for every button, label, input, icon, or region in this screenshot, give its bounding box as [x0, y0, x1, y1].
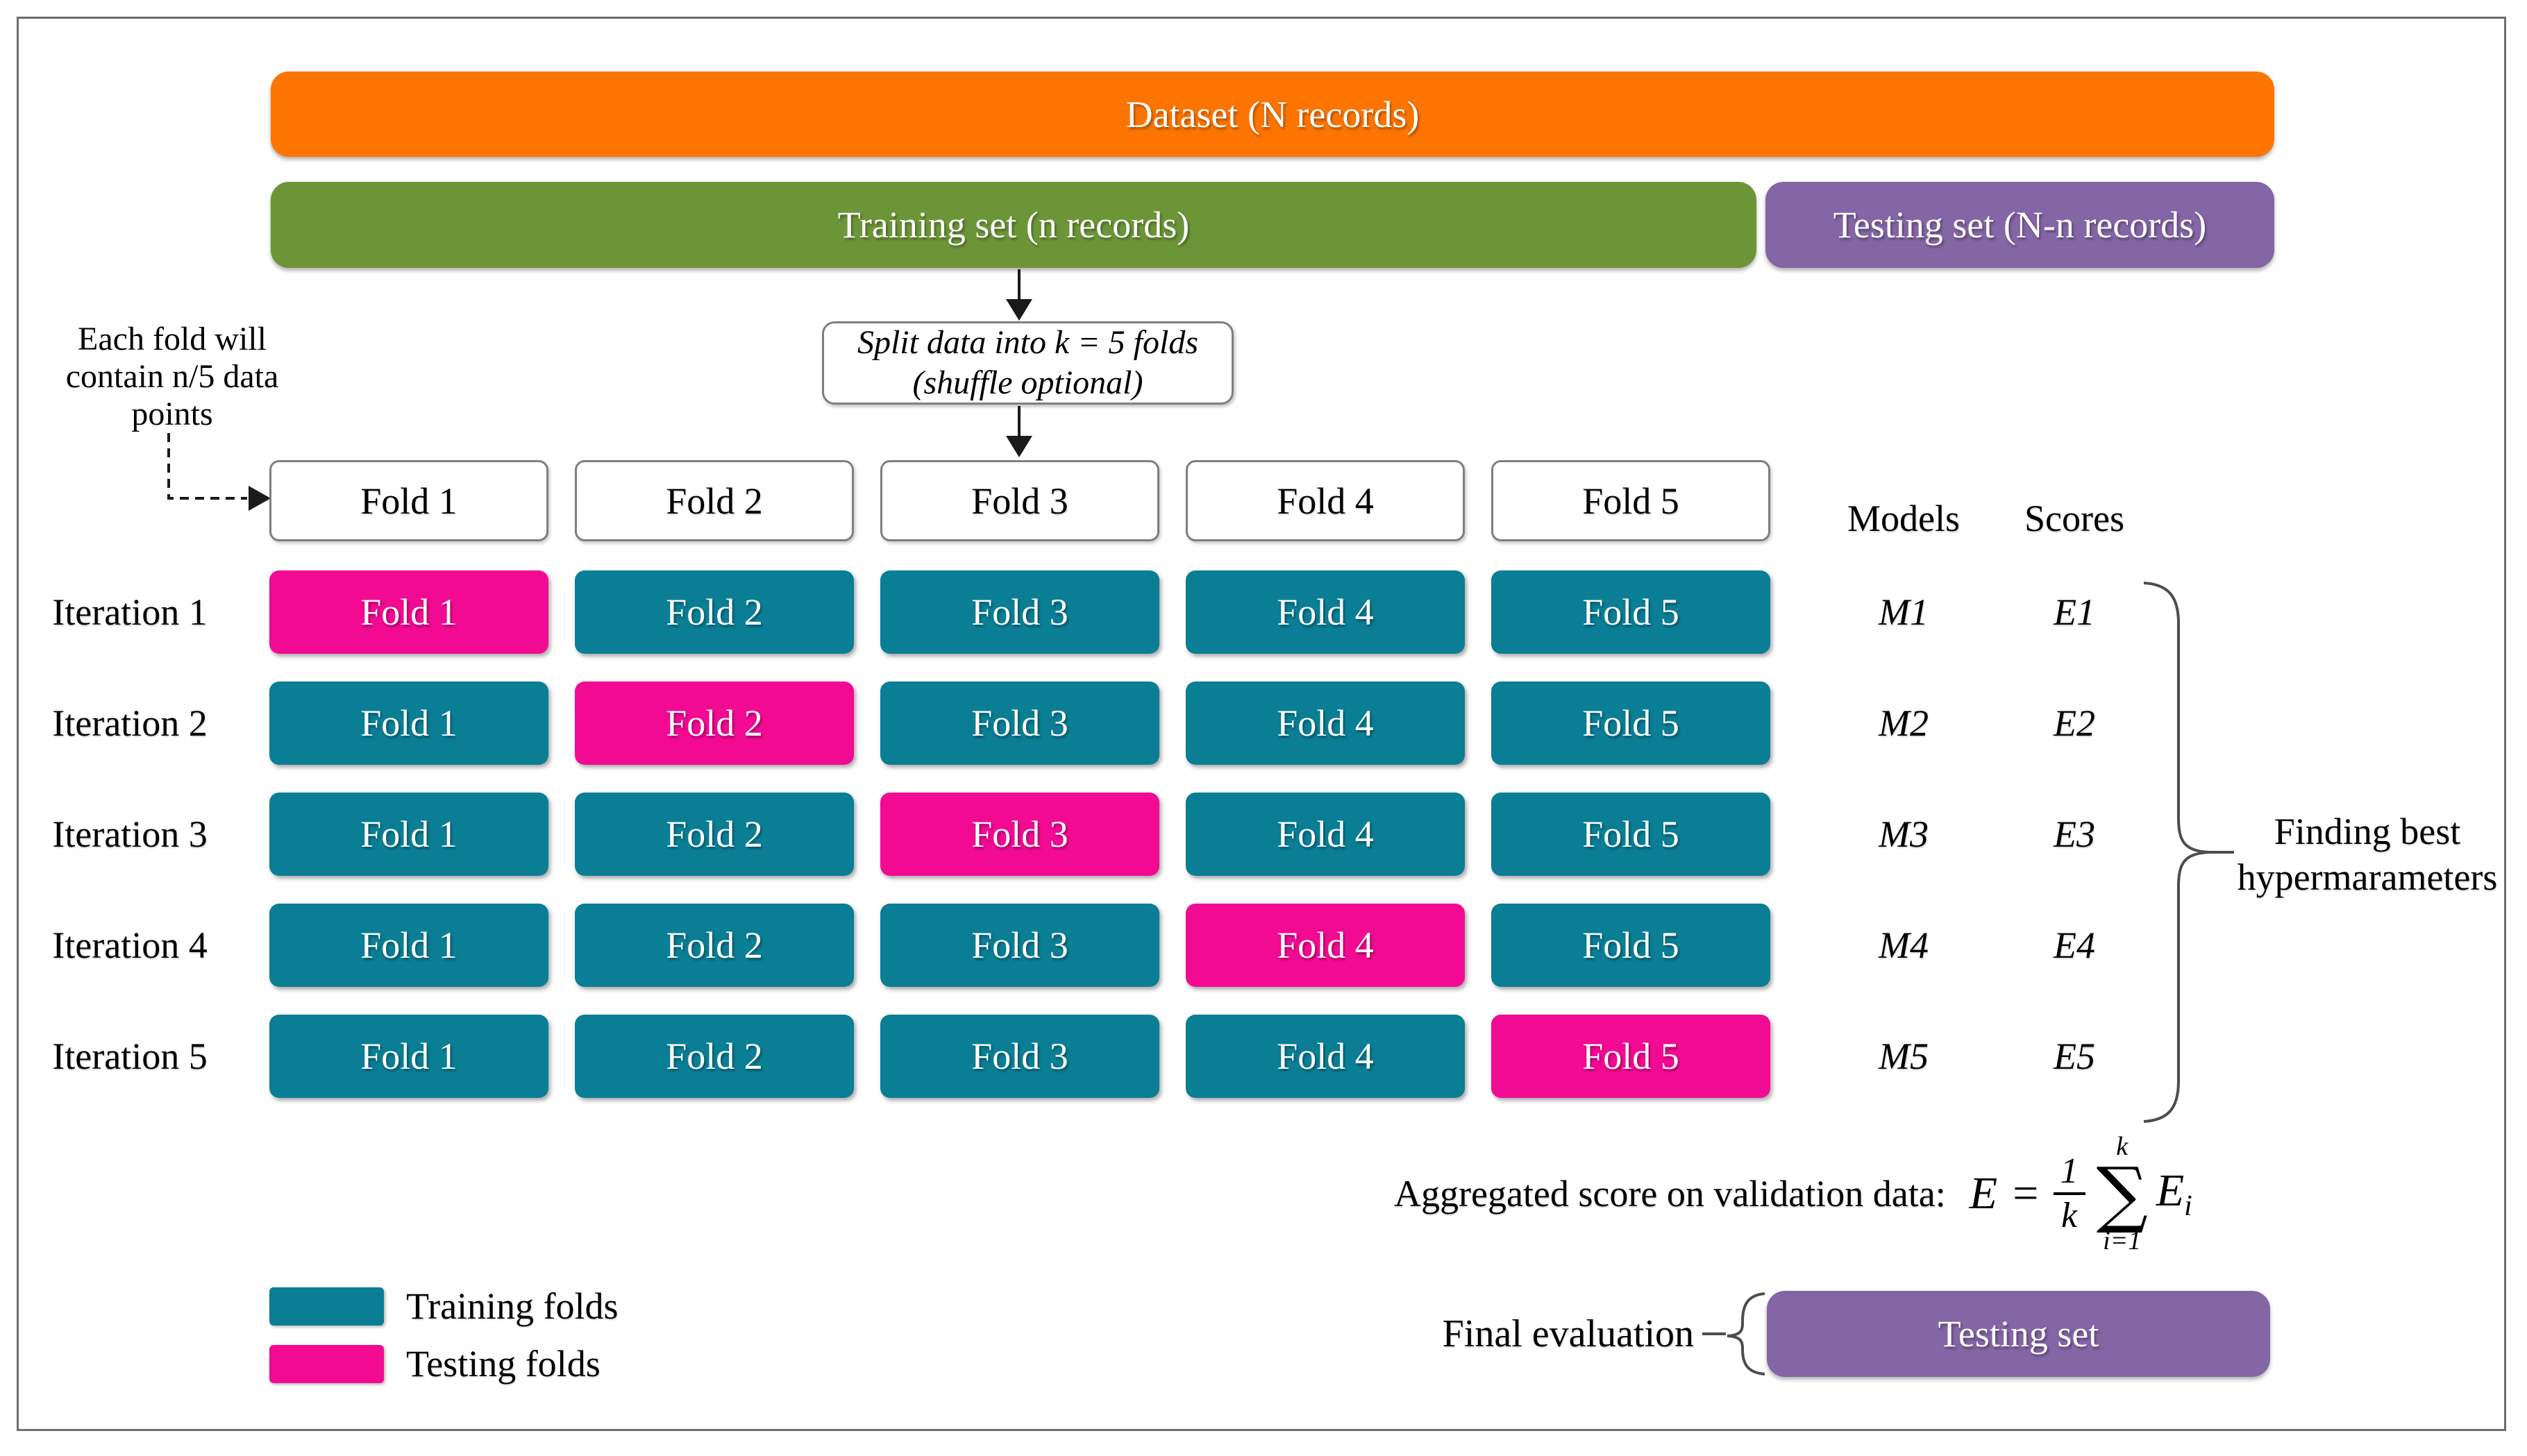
term-subscript: i: [2184, 1190, 2192, 1223]
model-label-4: M4: [1879, 924, 1929, 966]
fold-cell-iter5-fold5-test: Fold 5: [1491, 1015, 1770, 1098]
model-label-1: M1: [1879, 591, 1929, 633]
fold-cell-iter5-fold3-train: Fold 3: [880, 1015, 1159, 1098]
fold-cell-iter3-fold2-train: Fold 2: [575, 793, 854, 876]
final-testing-set-label: Testing set: [1938, 1313, 2099, 1355]
score-label-3: E3: [2054, 813, 2095, 855]
score-label-4: E4: [2054, 924, 2095, 966]
model-label-2: M2: [1879, 702, 1929, 744]
fold-cell-iter4-fold1-train: Fold 1: [269, 904, 548, 987]
legend-testing-label: Testing folds: [406, 1343, 601, 1385]
split-data-line-1: Split data into k = 5 folds: [857, 324, 1199, 361]
training-set-bar: Training set (n records): [271, 182, 1756, 268]
model-label-3: M3: [1879, 813, 1929, 855]
testing-set-bar-label: Testing set (N-n records): [1833, 204, 2207, 246]
fold-cell-iter3-fold5-train: Fold 5: [1491, 793, 1770, 876]
legend-training-label: Training folds: [406, 1285, 619, 1327]
fold-cell-iter2-fold1-train: Fold 1: [269, 682, 548, 765]
formula-fraction: 1 k: [2053, 1152, 2085, 1235]
fold-cell-iter2-fold5-train: Fold 5: [1491, 682, 1770, 765]
summation-lower-limit: i=1: [2103, 1226, 2142, 1255]
figure-border: [17, 17, 2506, 1431]
iteration-label-4: Iteration 4: [52, 924, 208, 966]
fold-header-5: Fold 5: [1491, 460, 1770, 541]
iteration-label-5: Iteration 5: [52, 1035, 208, 1077]
final-evaluation-label: Final evaluation: [1442, 1312, 1694, 1355]
fold-cell-iter1-fold3-train: Fold 3: [880, 570, 1159, 654]
fold-cell-iter1-fold4-train: Fold 4: [1186, 570, 1465, 654]
final-testing-set-box: Testing set: [1767, 1291, 2270, 1377]
fold-cell-iter5-fold2-train: Fold 2: [575, 1015, 854, 1098]
split-data-line-2: (shuffle optional): [912, 364, 1143, 401]
iteration-label-2: Iteration 2: [52, 702, 208, 744]
summation: k ∑ i=1: [2097, 1133, 2148, 1255]
fold-cell-iter3-fold4-train: Fold 4: [1186, 793, 1465, 876]
models-column-header: Models: [1847, 498, 1960, 539]
brace-label-line-1: Finding best: [2274, 811, 2461, 852]
fold-cell-iter1-fold1-test: Fold 1: [269, 570, 548, 654]
annotation-line-3: points: [131, 396, 213, 432]
fraction-denominator: k: [2061, 1196, 2078, 1235]
fold-cell-iter4-fold3-train: Fold 3: [880, 904, 1159, 987]
fold-header-1: Fold 1: [269, 460, 548, 541]
iteration-label-3: Iteration 3: [52, 813, 208, 855]
iteration-label-1: Iteration 1: [52, 591, 208, 633]
formula-term: Ei: [2156, 1165, 2192, 1223]
fold-cell-iter2-fold3-train: Fold 3: [880, 682, 1159, 765]
term-base: E: [2156, 1165, 2185, 1216]
annotation-line-1: Each fold will: [78, 321, 267, 357]
fold-cell-iter2-fold4-train: Fold 4: [1186, 682, 1465, 765]
fold-cell-iter1-fold5-train: Fold 5: [1491, 570, 1770, 654]
testing-set-bar: Testing set (N-n records): [1765, 182, 2274, 268]
model-label-5: M5: [1879, 1035, 1929, 1077]
fold-header-3: Fold 3: [880, 460, 1159, 541]
fold-cell-iter5-fold4-train: Fold 4: [1186, 1015, 1465, 1098]
dataset-bar: Dataset (N records): [271, 71, 2274, 157]
formula-equals: =: [2010, 1168, 2041, 1219]
finding-best-hyperparameters-label: Finding best hypermarameters: [2222, 809, 2513, 900]
fold-cell-iter4-fold4-test: Fold 4: [1186, 904, 1465, 987]
fold-size-annotation: Each fold will contain n/5 data points: [40, 321, 304, 433]
summation-sigma-icon: ∑: [2096, 1151, 2148, 1236]
summation-upper-limit: k: [2116, 1132, 2129, 1161]
fold-cell-iter4-fold2-train: Fold 2: [575, 904, 854, 987]
fold-cell-iter5-fold1-train: Fold 1: [269, 1015, 548, 1098]
annotation-line-2: contain n/5 data: [65, 358, 279, 395]
training-set-bar-label: Training set (n records): [837, 204, 1190, 246]
scores-column-header: Scores: [2024, 498, 2124, 539]
score-label-1: E1: [2054, 591, 2095, 633]
aggregated-score-formula: Aggregated score on validation data: E =…: [1394, 1133, 2192, 1255]
dataset-bar-label: Dataset (N records): [1125, 93, 1420, 135]
fold-header-2: Fold 2: [575, 460, 854, 541]
fold-cell-iter3-fold3-test: Fold 3: [880, 793, 1159, 876]
fold-cell-iter2-fold2-test: Fold 2: [575, 682, 854, 765]
formula-math: E = 1 k k ∑ i=1 Ei: [1970, 1133, 2192, 1255]
score-label-5: E5: [2054, 1035, 2095, 1077]
formula-prefix: Aggregated score on validation data:: [1394, 1173, 1946, 1214]
fold-cell-iter4-fold5-train: Fold 5: [1491, 904, 1770, 987]
formula-lhs: E: [1969, 1168, 1998, 1219]
legend-testing-swatch: [269, 1345, 384, 1383]
legend-training-swatch: [269, 1287, 384, 1326]
fraction-numerator: 1: [2053, 1152, 2085, 1195]
fold-header-4: Fold 4: [1186, 460, 1465, 541]
score-label-2: E2: [2054, 702, 2095, 744]
fold-cell-iter1-fold2-train: Fold 2: [575, 570, 854, 654]
split-data-box: Split data into k = 5 folds (shuffle opt…: [822, 321, 1234, 405]
fold-cell-iter3-fold1-train: Fold 1: [269, 793, 548, 876]
brace-label-line-2: hypermarameters: [2237, 856, 2498, 898]
